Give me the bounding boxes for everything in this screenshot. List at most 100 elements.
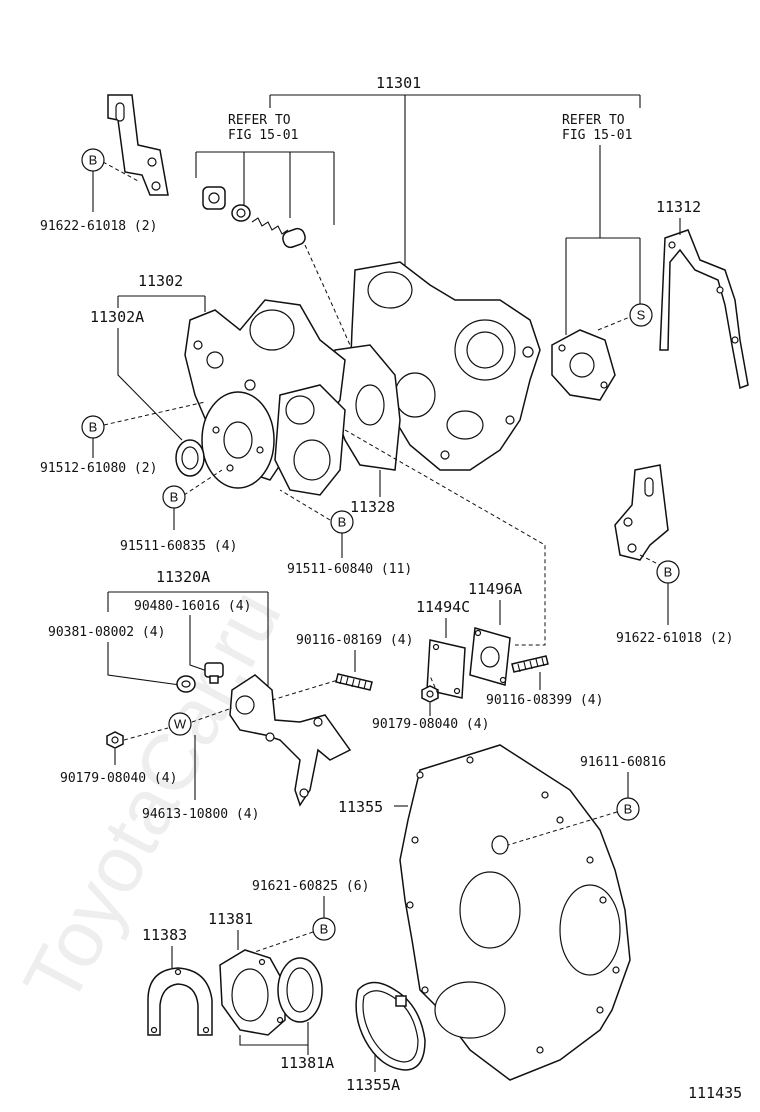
part-label-11383: 11383 (142, 926, 187, 944)
refer-left-bracket (195, 151, 335, 225)
figure-id: 111435 (688, 1084, 742, 1102)
fastener-label-90116-08399: 90116-08399 (4) (486, 693, 603, 708)
callout-b-3: B (162, 485, 186, 509)
svg-text:B: B (320, 922, 329, 937)
svg-text:B: B (624, 802, 633, 817)
part-label-11381A: 11381A (280, 1054, 334, 1072)
dash-91621 (245, 931, 314, 956)
callout-b-2: B (81, 415, 105, 439)
svg-text:B: B (170, 490, 179, 505)
washer-part (231, 204, 251, 222)
nut-90179-center (421, 685, 439, 703)
cover-plate-right (551, 329, 616, 401)
lead-90480 (189, 615, 211, 673)
idler-cover (274, 384, 346, 496)
fastener-label-90480: 90480-16016 (4) (134, 599, 251, 614)
gasket-11312 (659, 229, 749, 390)
dash-91511-60840 (279, 489, 331, 521)
gasket-11355A (355, 981, 426, 1071)
part-label-11302A: 11302A (90, 308, 144, 326)
bracket-right (614, 464, 669, 561)
oil-seal-11381A (277, 957, 323, 1023)
lead-11381A (239, 1022, 309, 1055)
retainer-11381 (219, 949, 286, 1036)
lead-90381 (107, 642, 181, 686)
part-label-11355: 11355 (338, 798, 383, 816)
refer-right-bracket (565, 145, 641, 335)
callout-b-6: B (616, 797, 640, 821)
thrust-plate-disc (201, 391, 275, 489)
fastener-label-94613: 94613-10800 (4) (142, 807, 259, 822)
plunger-part (282, 227, 306, 249)
dash-91622-right (639, 554, 661, 566)
callout-b-7: B (312, 917, 336, 941)
gasket-11496A (469, 627, 511, 686)
part-label-11320A: 11320A (156, 568, 210, 586)
plug-part (202, 186, 226, 210)
dash-cover-to-gasket (344, 429, 546, 646)
svg-text:S: S (637, 308, 646, 323)
callout-b-4: B (330, 510, 354, 534)
bracket-top-left (107, 94, 169, 196)
svg-text:B: B (89, 153, 98, 168)
bushing-90381 (176, 675, 196, 693)
callout-w: W (168, 712, 192, 736)
plunger-guide-line (304, 244, 351, 346)
fastener-label-91622-top: 91622-61018 (2) (40, 219, 157, 234)
part-label-11355A: 11355A (346, 1076, 400, 1094)
svg-text:B: B (89, 420, 98, 435)
fastener-label-90179-center: 90179-08040 (4) (372, 717, 489, 732)
bolt-90480 (204, 662, 224, 684)
idler-bracket (229, 674, 352, 807)
fastener-label-91621: 91621-60825 (6) (252, 879, 369, 894)
lead-11302A (117, 328, 183, 441)
retainer-11383 (147, 967, 213, 1036)
fastener-label-90179-left: 90179-08040 (4) (60, 771, 177, 786)
svg-text:B: B (664, 565, 673, 580)
dash-nut-center (429, 675, 439, 695)
lead-11320A (107, 591, 269, 686)
dash-w-left (123, 727, 169, 741)
dash-91611 (507, 811, 618, 846)
part-label-11381: 11381 (208, 910, 253, 928)
svg-text:B: B (338, 515, 347, 530)
part-label-11328: 11328 (350, 498, 395, 516)
refer-note-right-line1: REFER TO (562, 113, 625, 128)
part-label-11301: 11301 (376, 74, 421, 92)
watermark: ToyotaCar.ru (6, 576, 298, 1018)
dash-s (597, 316, 631, 331)
gasket-11328 (329, 344, 401, 471)
part-label-11312: 11312 (656, 198, 701, 216)
callout-s: S (629, 303, 653, 327)
fastener-label-91511-60835: 91511-60835 (4) (120, 539, 237, 554)
spring-part (251, 217, 289, 235)
fastener-label-91511-60840: 91511-60840 (11) (287, 562, 412, 577)
refer-note-left-line1: REFER TO (228, 113, 291, 128)
nut-90179-left (106, 731, 124, 749)
leader-11301 (269, 94, 641, 270)
part-label-11496A: 11496A (468, 580, 522, 598)
fastener-label-90116-08169: 90116-08169 (4) (296, 633, 413, 648)
refer-note-left-line2: FIG 15-01 (228, 128, 298, 143)
svg-text:W: W (174, 717, 187, 732)
fastener-label-90381: 90381-08002 (4) (48, 625, 165, 640)
dash-91511-60835 (183, 469, 223, 496)
lead-11302 (117, 295, 206, 312)
fastener-label-91611: 91611-60816 (580, 755, 666, 770)
oil-seal-left (175, 439, 205, 477)
stud-90116-08399 (511, 655, 549, 673)
part-label-11494C: 11494C (416, 598, 470, 616)
callout-b-1: B (81, 148, 105, 172)
cover-11494C (426, 639, 466, 699)
callout-b-5: B (656, 560, 680, 584)
bracket-top-left-dash (102, 161, 141, 183)
fastener-label-91622-right: 91622-61018 (2) (616, 631, 733, 646)
dash-w-right (191, 707, 233, 723)
dash-stud-left (271, 679, 339, 701)
refer-note-right-line2: FIG 15-01 (562, 128, 632, 143)
end-plate-11355 (399, 744, 631, 1081)
dash-91512 (103, 401, 206, 426)
stud-90116-08169 (335, 673, 373, 691)
fastener-label-91512: 91512-61080 (2) (40, 461, 157, 476)
